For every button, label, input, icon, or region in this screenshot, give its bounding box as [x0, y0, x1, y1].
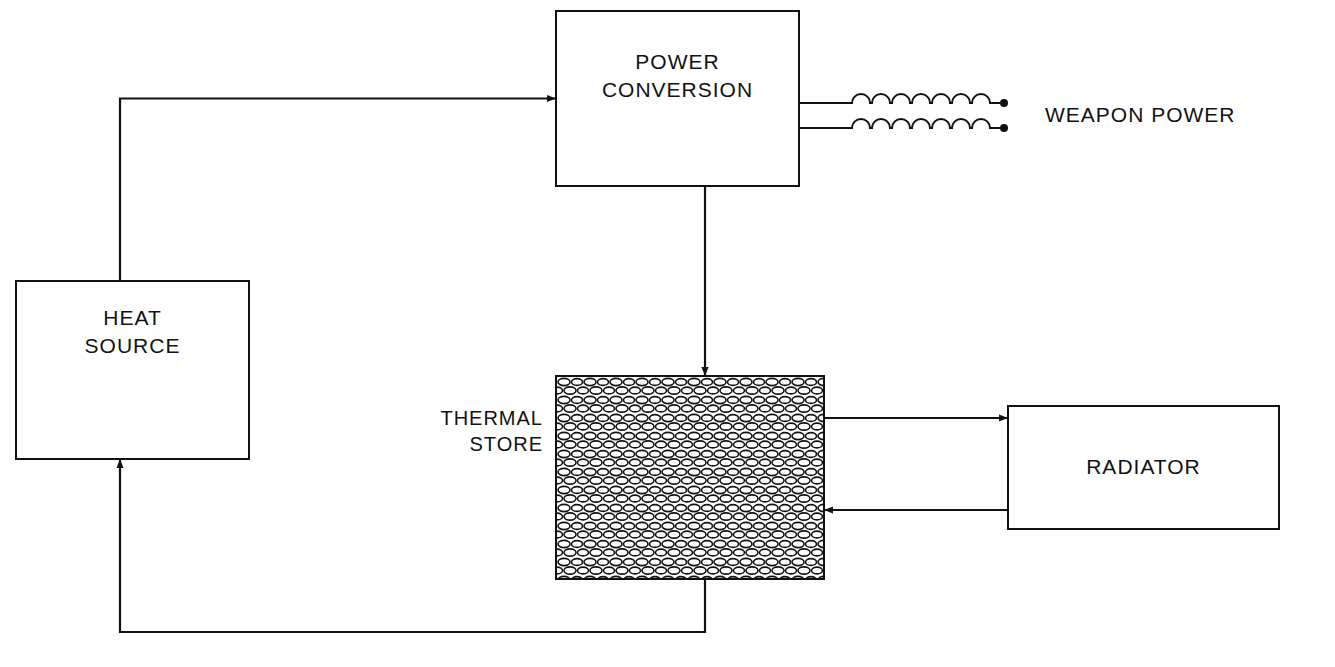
radiator-box: RADIATOR	[1007, 405, 1280, 530]
node-label: POWER CONVERSION	[590, 12, 765, 105]
terminal-dot	[1000, 99, 1008, 107]
node-label: RADIATOR	[1044, 453, 1244, 481]
node-label: THERMAL STORE	[433, 405, 543, 457]
output-label: WEAPON POWER	[1045, 103, 1236, 127]
coil-wire	[800, 94, 1000, 103]
coil-wire	[800, 119, 1000, 128]
pebble-texture	[557, 377, 823, 578]
power-conversion-box: POWER CONVERSION	[555, 10, 800, 187]
thermal-store-box: THERMAL STORE	[555, 375, 825, 580]
flow-connector	[704, 187, 706, 375]
node-label: HEAT SOURCE	[70, 282, 195, 361]
heat-source-box: HEAT SOURCE	[15, 280, 250, 460]
output-wires	[800, 94, 1000, 128]
flow-connector	[120, 99, 555, 281]
flow-connector	[825, 509, 1007, 511]
flow-connector	[825, 417, 1007, 419]
terminal-dot	[1000, 124, 1008, 132]
